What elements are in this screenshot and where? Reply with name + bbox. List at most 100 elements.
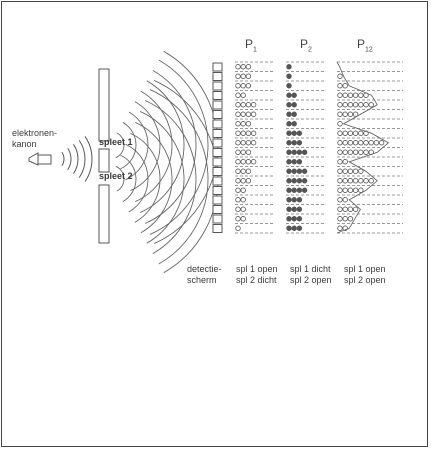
detector-cell (212, 176, 223, 186)
p1-detection-mark (245, 149, 252, 155)
p12-detection-mark (352, 187, 359, 193)
gun-wave-0 (61, 151, 65, 167)
p12-detection-mark (342, 140, 348, 146)
p1-detection-mark (235, 206, 241, 212)
p2-detection-mark (286, 73, 292, 79)
p12-detection-mark (337, 140, 343, 146)
p1-caption: spl 1 open spl 2 dicht (236, 264, 278, 285)
p1-detection-mark (240, 140, 246, 146)
p1-detection-mark (235, 83, 241, 89)
detection-screen-label: detectie- scherm (187, 264, 222, 285)
slit-1-label: spleet 1 (99, 137, 133, 147)
p2-detection-mark (296, 206, 303, 212)
p2-detection-mark (286, 216, 292, 222)
p12-detection-mark (352, 178, 359, 184)
p12-detection-mark (352, 130, 359, 136)
p2-detection-mark (286, 187, 292, 193)
p2-detection-mark (291, 187, 297, 193)
p12-detection-mark (363, 149, 369, 155)
p2-detection-mark (286, 64, 292, 70)
p1-detection-mark (250, 159, 257, 165)
p2-detection-mark (296, 225, 303, 231)
p2-detection-mark (291, 178, 297, 184)
p1-detection-mark (245, 73, 252, 79)
p12-detection-mark (337, 216, 343, 222)
p1-detection-mark (240, 73, 246, 79)
detector-cell (212, 214, 223, 224)
p12-detection-mark (337, 130, 343, 136)
p2-detection-mark (286, 140, 292, 146)
slit1-wave-3 (130, 101, 161, 192)
p12-detection-mark (337, 102, 343, 108)
p1-detection-mark (245, 64, 252, 70)
p2-detection-mark (286, 149, 292, 155)
p12-detection-mark (368, 140, 374, 146)
detector-cell (212, 110, 223, 119)
p12-detection-mark (347, 140, 354, 146)
electron-gun-label: elektronen- kanon (12, 128, 58, 149)
p12-detection-mark (358, 178, 364, 184)
p1-detection-mark (250, 111, 257, 117)
p12-detection-mark (347, 178, 354, 184)
slit2-wave-2 (125, 143, 149, 213)
p2-detection-mark (291, 140, 297, 146)
detector-cell (212, 100, 223, 110)
p2-title: P2 (300, 37, 312, 54)
p2-detection-mark (291, 216, 297, 222)
p12-detection-mark (342, 92, 348, 98)
p12-detection-mark (352, 92, 359, 98)
p2-detection-mark (301, 187, 308, 193)
detector-cell (212, 62, 223, 72)
p12-detection-mark (337, 83, 343, 89)
p12-detection-mark (342, 149, 348, 155)
p12-detection-mark (347, 92, 354, 98)
barrier-middle (98, 148, 110, 173)
p2-detection-mark (286, 159, 292, 165)
p12-detection-mark (368, 102, 374, 108)
p2-detection-mark (301, 178, 308, 184)
p1-detection-mark (240, 159, 246, 165)
p1-detection-mark (235, 216, 241, 222)
detector-cell (212, 72, 223, 81)
p1-detection-mark (240, 92, 246, 98)
p12-detection-mark (342, 111, 348, 117)
p2-detection-mark (291, 206, 297, 212)
p12-detection-mark (352, 206, 359, 212)
p1-detection-mark (235, 64, 241, 70)
p12-detection-mark (363, 178, 369, 184)
p2-detection-mark (291, 121, 297, 127)
slit1-wave-6 (144, 70, 197, 224)
p2-detection-mark (296, 159, 303, 165)
p12-detection-mark (337, 92, 343, 98)
p12-detection-mark (342, 102, 348, 108)
detector-cell (212, 205, 223, 214)
p2-detection-mark (286, 168, 292, 174)
p12-detection-mark (342, 178, 348, 184)
p1-detection-mark (240, 149, 246, 155)
p1-detection-mark (245, 102, 252, 108)
p12-detection-mark (363, 140, 369, 146)
p12-detection-mark (342, 159, 348, 165)
p12-detection-mark (337, 121, 343, 127)
p2-detection-mark (286, 206, 292, 212)
detector-cell (212, 91, 223, 100)
p1-detection-mark (240, 206, 246, 212)
p12-detection-mark (342, 187, 348, 193)
p1-detection-mark (240, 130, 246, 136)
slit2-wave-0 (115, 165, 125, 192)
detector-cell (212, 186, 223, 195)
p2-detection-mark (286, 130, 292, 136)
slit1-wave-7 (149, 59, 209, 235)
p1-detection-mark (240, 64, 246, 70)
p12-detection-mark (358, 130, 364, 136)
p1-detection-mark (250, 102, 257, 108)
slit2-wave-5 (140, 111, 185, 244)
slit2-wave-1 (120, 154, 137, 202)
p1-detection-mark (235, 225, 241, 231)
p12-detection-mark (373, 140, 380, 146)
p2-caption: spl 1 dicht spl 2 open (290, 264, 332, 285)
p1-detection-mark (235, 111, 241, 117)
p1-detection-mark (250, 140, 257, 146)
p1-detection-mark (235, 178, 241, 184)
p12-detection-mark (358, 168, 364, 174)
